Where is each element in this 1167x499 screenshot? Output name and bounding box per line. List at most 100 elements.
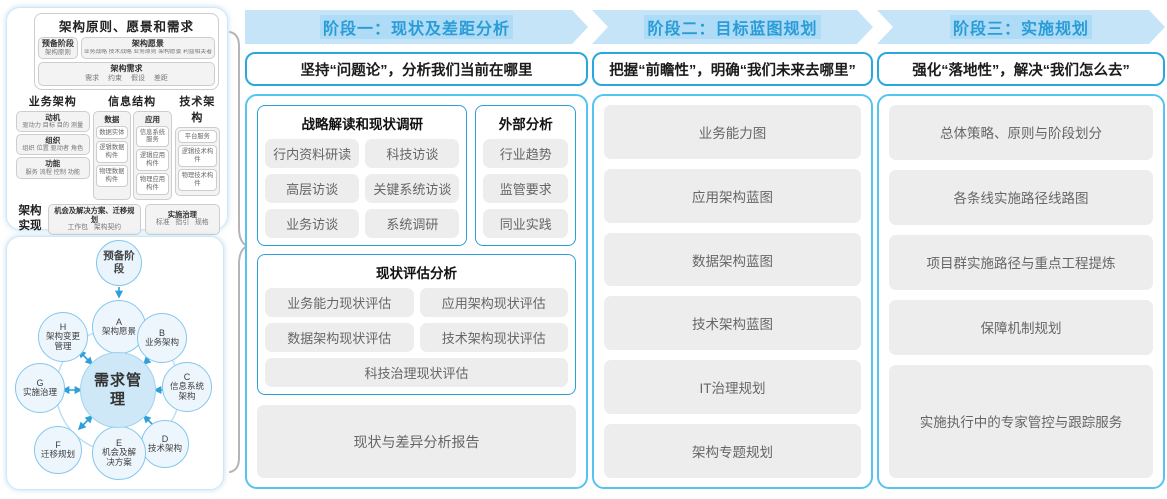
external-analysis-box: 外部分析 行业趋势 监管要求 同业实践 xyxy=(475,105,576,246)
prep-phase-title: 预备阶段 xyxy=(41,39,74,48)
adm-node-h-letter: H xyxy=(59,322,67,333)
phase-3-item: 项目群实施路径与重点工程提炼 xyxy=(889,234,1153,290)
adm-node-f-letter: F xyxy=(55,439,61,450)
architecture-requirements-box: 架构需求 需求 约束 假设 差距 xyxy=(38,62,215,86)
phase-2-subtitle-box: 把握“前瞻性”，明确“我们未来去哪里” xyxy=(592,52,873,86)
principles-vision-requirements-box: 架构原则、愿景和需求 预备阶段 架构原则 架构愿景 业务战略 技术战略 业务原则… xyxy=(34,13,219,90)
information-structure-title: 信息结构 xyxy=(108,95,157,108)
strategy-chip: 科技访谈 xyxy=(365,139,460,168)
adm-node-b-letter: B xyxy=(158,327,165,338)
application-item: 物理应用构件 xyxy=(136,172,169,195)
adm-node-c-letter: C xyxy=(183,372,191,383)
phase-2-content-box: 业务能力图 应用架构蓝图 数据架构蓝图 技术架构蓝图 IT治理规划 架构专题规划 xyxy=(592,94,873,489)
phase-3-header-arrow: 阶段三：实施规划 xyxy=(877,10,1165,44)
organization-title: 组织 xyxy=(45,135,61,145)
phase-1-subtitle-box: 坚持“问题论”，分析我们当前在哪里 xyxy=(245,52,588,86)
assessment-analysis-box: 现状评估分析 业务能力现状评估 应用架构现状评估 数据架构现状评估 技术架构现状… xyxy=(257,254,576,395)
prep-phase-body: 架构原则 xyxy=(44,49,71,56)
adm-node-f: F 迁移规划 xyxy=(34,426,82,474)
adm-node-h-label: 架构变更管理 xyxy=(45,331,80,352)
strategy-research-box: 战略解读和现状调研 行内资料研读 科技访谈 高层访谈 关键系统访谈 业务访谈 系… xyxy=(257,105,468,246)
phase-2-subtitle: 把握“前瞻性”，明确“我们未来去哪里” xyxy=(609,62,856,79)
phase-2-item: IT治理规划 xyxy=(604,360,861,415)
adm-node-d-letter: D xyxy=(161,433,169,444)
phase-2-item: 应用架构蓝图 xyxy=(604,168,861,223)
external-chip: 监管要求 xyxy=(483,174,568,203)
phase-1-header: 阶段一：现状及差距分析 xyxy=(320,15,513,39)
business-architecture-title: 业务架构 xyxy=(28,95,77,108)
technology-architecture-title: 技术架构 xyxy=(179,95,216,124)
data-title: 数据 xyxy=(104,114,120,124)
architecture-vision-box: 架构愿景 业务战略 技术战略 业务原则 架构愿景 利益相关者 xyxy=(80,37,215,60)
assessment-chip: 技术架构现状评估 xyxy=(419,323,568,352)
gap-analysis-report-chip: 现状与差异分析报告 xyxy=(257,405,576,478)
strategy-chip: 业务访谈 xyxy=(265,209,360,238)
adm-requirements-management-circle: 需求管理 xyxy=(80,352,156,428)
phase-3-item: 实施执行中的专家管控与跟踪服务 xyxy=(889,364,1153,478)
phase-1-subtitle: 坚持“问题论”，分析我们当前在哪里 xyxy=(300,62,533,79)
function-body: 服务 流程 控制 功能 xyxy=(25,168,81,176)
phase-2-header: 阶段二：目标蓝图规划 xyxy=(644,15,820,39)
external-chip: 行业趋势 xyxy=(483,139,568,168)
application-subcolumn: 应用 信息系统服务 逻辑应用构件 物理应用构件 xyxy=(133,110,172,200)
function-title: 功能 xyxy=(45,159,61,169)
adm-node-g-letter: G xyxy=(36,377,44,388)
application-item: 逻辑应用构件 xyxy=(136,149,169,171)
organization-box: 组织 组织 位置 驱动者 角色 xyxy=(16,133,90,156)
phase-3-item: 保障机制规划 xyxy=(889,299,1153,355)
architecture-realization-label: 架构实现 xyxy=(18,205,42,233)
adm-cycle-panel: 预备阶段 A 架构愿景 B 业务架构 C 信息系统架构 D 技术架构 E 机会及… xyxy=(6,236,224,490)
phase-1-header-arrow: 阶段一：现状及差距分析 xyxy=(245,10,588,44)
adm-node-e-letter: E xyxy=(115,438,122,449)
implementation-governance-title: 实施治理 xyxy=(167,210,197,220)
technology-item: 物理技术构件 xyxy=(177,169,217,191)
motivation-body: 驱动力 目标 目的 测量 xyxy=(22,121,84,129)
strategy-chip: 高层访谈 xyxy=(265,174,360,203)
assessment-chip: 业务能力现状评估 xyxy=(265,288,414,317)
phase-2-column: 阶段二：目标蓝图规划 把握“前瞻性”，明确“我们未来去哪里” 业务能力图 应用架… xyxy=(592,10,873,489)
data-item: 逻辑数据构件 xyxy=(95,141,129,164)
function-box: 功能 服务 流程 控制 功能 xyxy=(16,157,90,179)
architecture-framework-panel: 架构原则、愿景和需求 预备阶段 架构原则 架构愿景 业务战略 技术战略 业务原则… xyxy=(6,7,228,235)
vision-body: 业务战略 技术战略 业务原则 架构愿景 利益相关者 xyxy=(83,49,212,55)
adm-node-f-label: 迁移规划 xyxy=(41,449,76,460)
phase-3-subtitle-box: 强化“落地性”，解决“我们怎么去” xyxy=(877,52,1165,86)
application-title: 应用 xyxy=(144,114,160,124)
phase-3-content-box: 总体策略、原则与阶段划分 各条线实施路径线路图 项目群实施路径与重点工程提炼 保… xyxy=(877,94,1165,489)
motivation-box: 动机 驱动力 目标 目的 测量 xyxy=(16,110,90,132)
phase-3-item: 总体策略、原则与阶段划分 xyxy=(889,105,1153,160)
external-analysis-title: 外部分析 xyxy=(498,117,553,132)
adm-node-d-label: 技术架构 xyxy=(148,443,183,454)
adm-node-c-label: 信息系统架构 xyxy=(169,381,204,402)
opportunities-migration-body: 工作包 架构契约 xyxy=(67,223,122,231)
assessment-chip: 数据架构现状评估 xyxy=(265,323,414,352)
phase-2-item: 架构专题规划 xyxy=(604,424,861,478)
phase-3-column: 阶段三：实施规划 强化“落地性”，解决“我们怎么去” 总体策略、原则与阶段划分 … xyxy=(877,10,1165,489)
technology-architecture-column: 技术架构 平台服务 逻辑技术构件 物理技术构件 xyxy=(174,93,220,200)
adm-node-c: C 信息系统架构 xyxy=(162,362,212,412)
data-item: 物理数据构件 xyxy=(95,165,129,187)
phase-2-header-arrow: 阶段二：目标蓝图规划 xyxy=(592,10,873,44)
phase-1-content-box: 战略解读和现状调研 行内资料研读 科技访谈 高层访谈 关键系统访谈 业务访谈 系… xyxy=(245,94,588,489)
data-subcolumn: 数据 数据实体 逻辑数据构件 物理数据构件 xyxy=(92,110,132,200)
requirements-body: 需求 约束 假设 差距 xyxy=(85,75,168,83)
phase-2-item: 技术架构蓝图 xyxy=(604,296,861,351)
business-architecture-column: 业务架构 动机 驱动力 目标 目的 测量 组织 组织 位置 驱动者 角色 功能 … xyxy=(16,93,90,200)
strategy-chip: 关键系统访谈 xyxy=(365,174,460,203)
adm-node-g-label: 实施治理 xyxy=(22,387,57,398)
implementation-governance-body: 标准 指引 规格 xyxy=(156,219,209,227)
strategy-chip: 系统调研 xyxy=(365,209,460,238)
phase-1-column: 阶段一：现状及差距分析 坚持“问题论”，分析我们当前在哪里 战略解读和现状调研 … xyxy=(245,10,588,489)
adm-node-b: B 业务架构 xyxy=(137,313,187,363)
strategy-chip: 行内资料研读 xyxy=(265,139,360,168)
phase-3-item: 各条线实施路径线路图 xyxy=(889,169,1153,225)
phase-2-item: 数据架构蓝图 xyxy=(604,232,861,287)
assessment-analysis-title: 现状评估分析 xyxy=(376,266,457,281)
adm-node-a-letter: A xyxy=(115,316,122,327)
phase-3-header: 阶段三：实施规划 xyxy=(950,15,1092,39)
phases-section: 阶段一：现状及差距分析 坚持“问题论”，分析我们当前在哪里 战略解读和现状调研 … xyxy=(245,10,1165,489)
phase-2-item: 业务能力图 xyxy=(604,105,861,159)
information-structure-column: 信息结构 数据 数据实体 逻辑数据构件 物理数据构件 应用 信息系统服务 逻辑应… xyxy=(92,93,172,200)
assessment-chip: 应用架构现状评估 xyxy=(419,288,568,317)
